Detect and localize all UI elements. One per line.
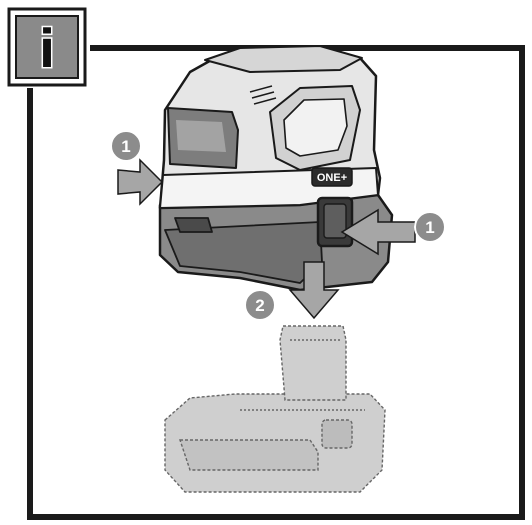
- tool-vents: [249, 85, 277, 105]
- info-letter: i: [38, 18, 57, 81]
- push-arrow-left: [117, 158, 164, 206]
- svg-text:1: 1: [425, 218, 434, 237]
- brand-mark: ONE+: [317, 172, 347, 184]
- step-badge-1-left: 1: [110, 130, 142, 162]
- tool-head: [158, 45, 394, 292]
- diagram-frame: [27, 45, 525, 520]
- battery-grip: [179, 439, 319, 471]
- step-badge-1-right: 1: [414, 211, 446, 243]
- slide-down-arrow: [288, 261, 340, 320]
- battery-pack: [164, 325, 386, 493]
- brand-logo: ONE+: [311, 167, 353, 187]
- svg-text:1: 1: [121, 137, 130, 156]
- svg-text:2: 2: [255, 296, 264, 315]
- push-arrow-right: [340, 208, 416, 256]
- info-icon: i: [7, 7, 87, 87]
- battery-terminal-tower: [279, 325, 347, 401]
- step-badge-2: 2: [244, 289, 276, 321]
